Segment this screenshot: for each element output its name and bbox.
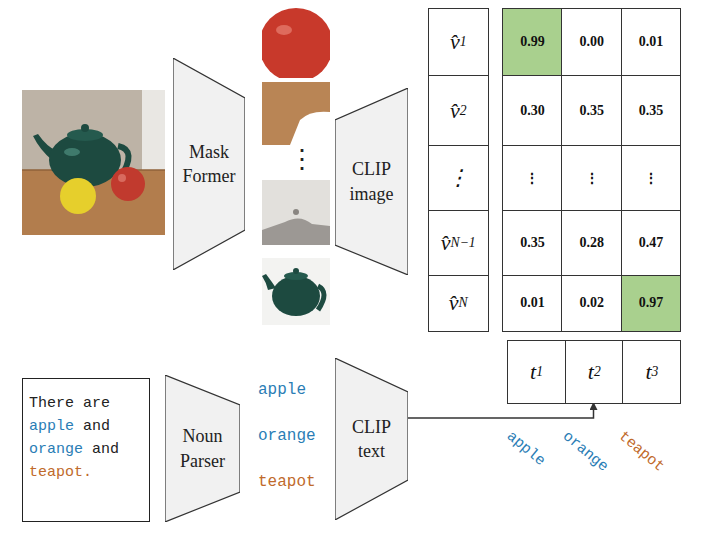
- table-cell: 0.35: [621, 75, 682, 147]
- symbol-base: v̂: [441, 230, 451, 256]
- label-holder: Noun Parser: [165, 375, 240, 522]
- sentence-word: and: [92, 441, 119, 458]
- table-cell: 0.28: [561, 210, 622, 277]
- table-cell: 0.35: [561, 75, 622, 147]
- table-cell: v̂1: [428, 8, 489, 77]
- column-label: orange: [559, 428, 611, 476]
- sentence-word: [74, 395, 83, 412]
- table-cell: ⋮: [621, 145, 682, 212]
- shadow-crop: [262, 180, 330, 245]
- table-cell: v̂N: [428, 275, 489, 332]
- sentence-word: and: [83, 418, 110, 435]
- symbol-subscript: 1: [460, 34, 467, 50]
- trapezoid-outline: [165, 375, 240, 522]
- label-holder: Mask Former: [173, 58, 245, 270]
- parser-trapezoid: Noun Parser: [165, 375, 240, 522]
- symbol-subscript: 3: [652, 364, 659, 380]
- noun-output: apple: [258, 381, 306, 399]
- sentence-box: There are apple and orange and teapot.: [22, 378, 150, 522]
- ellipsis-dots: ⋮: [289, 144, 315, 175]
- sentence-word: teapot.: [29, 464, 92, 481]
- table-cell: v̂N−1: [428, 210, 489, 277]
- trapezoid-outline: [173, 58, 245, 270]
- table-cell: 0.01: [502, 275, 563, 332]
- noun-output: teapot: [258, 473, 316, 491]
- sentence-word: There: [29, 395, 74, 412]
- table-cell: 0.02: [561, 275, 622, 332]
- label-holder: CLIP image: [335, 88, 408, 275]
- table-cell: ⋮: [428, 145, 489, 212]
- table-cell: ⋮: [561, 145, 622, 212]
- table-crop: [262, 82, 330, 145]
- symbol-subscript: N−1: [451, 235, 476, 251]
- table-cell: 0.00: [561, 8, 622, 77]
- text-embedding-row: t1t2t3: [507, 340, 680, 402]
- symbol-base: v̂: [450, 29, 460, 55]
- table-cell: 0.99: [502, 8, 563, 77]
- table-cell: 0.97: [621, 275, 682, 332]
- encoder-trapezoid: CLIP text: [335, 358, 408, 520]
- noun-output: orange: [258, 427, 316, 445]
- encoder-trapezoid: CLIP image: [335, 88, 408, 275]
- encoder-label: CLIP image: [341, 157, 403, 206]
- symbol-base: t: [645, 359, 651, 385]
- column-label: apple: [503, 428, 548, 470]
- arrow-connector: [408, 402, 594, 418]
- table-cell: 0.30: [502, 75, 563, 147]
- table-cell: t1: [507, 340, 566, 404]
- table-cell: ⋮: [502, 145, 563, 212]
- encoder-label: Mask Former: [178, 140, 240, 189]
- embedding-column: v̂1v̂2⋮v̂N−1v̂N: [428, 8, 487, 330]
- teapot-crop: [262, 258, 330, 325]
- table-cell: 0.01: [621, 8, 682, 77]
- symbol-subscript: N: [459, 295, 468, 311]
- symbol-base: v̂: [450, 98, 460, 124]
- table-cell: v̂2: [428, 75, 489, 147]
- sentence-word: apple: [29, 418, 74, 435]
- sentence-word: [83, 441, 92, 458]
- table-cell: t3: [622, 340, 681, 404]
- symbol-base: t: [588, 359, 594, 385]
- table-cell: 0.35: [502, 210, 563, 277]
- label-holder: CLIP text: [335, 358, 408, 520]
- encoder-trapezoid: Mask Former: [173, 58, 245, 270]
- apple-crop: [262, 8, 330, 78]
- encoder-label: Noun Parser: [172, 424, 234, 473]
- input-sentence: There are apple and orange and teapot.: [29, 392, 143, 484]
- trapezoid-shape: [335, 358, 408, 520]
- table-cell: 0.47: [621, 210, 682, 277]
- trapezoid-outline: [335, 88, 408, 275]
- similarity-matrix: 0.990.000.010.300.350.35⋮⋮⋮0.350.280.470…: [502, 8, 680, 330]
- symbol-base: t: [530, 359, 536, 385]
- symbol-base: v̂: [449, 290, 459, 316]
- input-photo: [22, 90, 165, 235]
- trapezoid-shape: [165, 375, 240, 522]
- column-label: teapot: [615, 428, 667, 476]
- sentence-word: are: [83, 395, 110, 412]
- trapezoid-shape: [173, 58, 245, 270]
- trapezoid-outline: [335, 358, 408, 520]
- symbol-subscript: 1: [536, 364, 543, 380]
- trapezoid-shape: [335, 88, 408, 275]
- sentence-word: orange: [29, 441, 83, 458]
- sentence-word: [74, 418, 83, 435]
- encoder-label: CLIP text: [341, 415, 403, 464]
- symbol-subscript: 2: [594, 364, 601, 380]
- symbol-subscript: 2: [460, 103, 467, 119]
- table-cell: t2: [565, 340, 624, 404]
